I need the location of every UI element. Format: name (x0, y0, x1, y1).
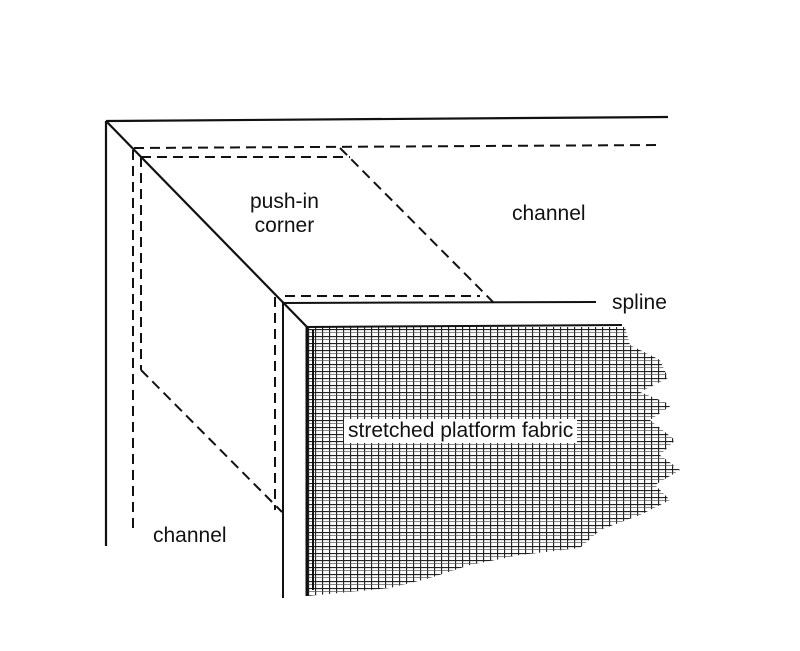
push-in-corner-label: push-in corner (250, 190, 319, 238)
spline-label: spline (608, 291, 671, 315)
channel-top-label: channel (512, 202, 586, 225)
channel-bottom-label: channel (153, 524, 227, 547)
spline-line (282, 301, 597, 304)
stretched-fabric-mesh (307, 327, 680, 596)
push-in-label-line1: push-in (250, 190, 319, 213)
frame-top-edge (105, 115, 669, 123)
fabric-label: stretched platform fabric (344, 419, 578, 443)
push-in-label-line2: corner (254, 214, 315, 237)
miter-diagonal (105, 120, 308, 328)
